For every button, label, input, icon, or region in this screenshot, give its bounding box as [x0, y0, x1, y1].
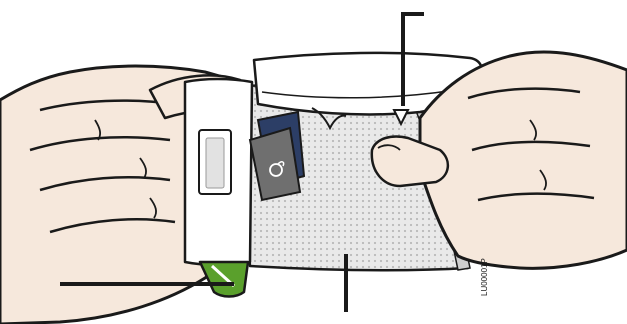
green-tab	[200, 262, 248, 297]
figure-code-label: LU00001P	[480, 258, 489, 296]
applicator-band	[185, 79, 252, 265]
